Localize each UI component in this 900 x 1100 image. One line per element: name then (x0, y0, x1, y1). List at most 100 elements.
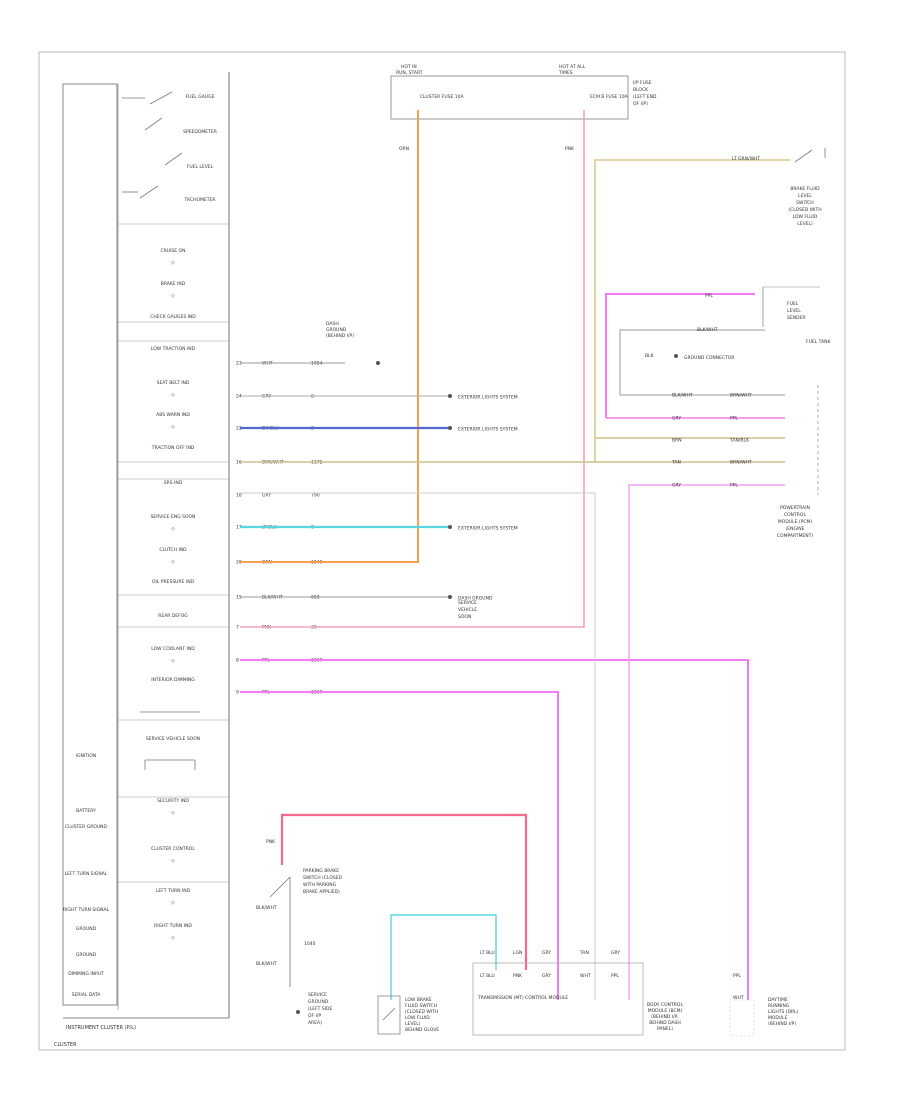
cluster-left-label: IGNITION (76, 753, 97, 759)
connector-dot (448, 394, 452, 398)
low-brake-fluid-line: LEVEL) (405, 1021, 421, 1027)
pcm-right-tag: BRN/WHT (730, 393, 752, 399)
corner-label: CLUSTER (54, 1042, 77, 1048)
indicator-symbol-icon: ◇ (171, 936, 175, 941)
magenta-wire-4 (605, 293, 755, 418)
service-ground-line: GROUND (308, 999, 329, 1005)
low-brake-fluid-line: LOW FLUID (405, 1015, 430, 1021)
indicator-label: CLUSTER CONTROL (151, 846, 195, 852)
drl-label-line: LIGHTS (DRL) (768, 1009, 799, 1015)
bcm-label-line: MODULE (BCM) (648, 1008, 683, 1014)
brake-switch-line: SWITCH (796, 200, 814, 206)
transmission-wire-tag: WHT (580, 973, 591, 979)
wires (240, 110, 790, 1000)
pcm-right-tag: PPL (730, 416, 738, 422)
connector-dot (448, 426, 452, 430)
cluster-left-label: DIMMING INPUT (68, 971, 104, 977)
parking-brake-line: BRAKE APPLIED) (303, 889, 340, 895)
transmission-wire-tag: GRY (611, 950, 620, 956)
fuel-pump-blk-tag: BLK/WHT (697, 327, 718, 333)
indicator-label: LOW TRACTION IND (151, 346, 196, 352)
pcm-label-line: (ENGINE (786, 526, 805, 532)
indicator-symbol-icon: ◇ (171, 811, 175, 816)
hot-in-title: HOT IN (401, 64, 417, 70)
low-brake-fluid-line: BEHIND GLOVE (405, 1027, 439, 1033)
fuse-block-note-1: I/P FUSE (633, 80, 652, 86)
wire-pin-label: 18 (236, 493, 242, 499)
indicator-symbol-icon: ◇ (171, 859, 175, 864)
wire-destination-label: DASH GROUND (458, 596, 493, 602)
service-vehicle-line: SERVICE (458, 600, 477, 606)
magenta-wire-2 (240, 691, 559, 1000)
dash-ground-line: (BEHIND I/P) (326, 333, 354, 339)
fuel-pump-ppl-tag: PPL (705, 293, 713, 299)
fuel-sender-line: SENDER (787, 315, 806, 321)
wire-pin-label: 17 (236, 525, 242, 531)
wire-circuit-label: 790 (311, 493, 320, 499)
indicator-label: SRS IND (164, 480, 183, 486)
service-ground-line: (LEFT SIDE (308, 1006, 332, 1012)
cluster-left-label: GROUND (76, 926, 97, 932)
indicator-label: SERVICE ENG SOON (151, 514, 196, 520)
service-ground-line: SERVICE (308, 992, 327, 998)
tan-wire (594, 159, 790, 462)
fuel-sender-line: FUEL (787, 301, 799, 307)
indicator-symbol-icon: ◇ (171, 659, 175, 664)
wire-pin-label: 8 (236, 658, 239, 664)
gray-wire (240, 492, 596, 1000)
parking-brake-line: PARKING BRAKE (303, 868, 339, 874)
orange-wire (240, 110, 419, 563)
cluster-left-label: RIGHT TURN SIGNAL (63, 907, 110, 913)
pcm-left-tag: BRN (672, 438, 682, 444)
wire-pin-label: 22 (236, 426, 242, 432)
hot-in-sub: RUN, START (396, 70, 423, 76)
indicator-symbol-icon: ◇ (171, 560, 175, 565)
brake-fluid-tag: LT GRN/WHT (732, 156, 760, 162)
pcm-right-tag: TAN/BLK (729, 438, 750, 444)
wire-pin-label: 24 (236, 394, 242, 400)
fuse-block-note-2: BLOCK (633, 87, 649, 93)
indicator-label: CRUISE ON (161, 248, 186, 254)
transmission-wire-tag: LGN (513, 950, 522, 956)
cluster-left-label: LEFT TURN SIGNAL (65, 871, 108, 877)
brake-switch-line: LEVEL (798, 193, 812, 199)
pcm-left-tag: TAN (671, 460, 681, 466)
indicator-label: TRACTION OFF IND (151, 445, 195, 451)
indicator-label: RIGHT TURN IND (154, 923, 192, 929)
transmission-title: TRANSMISSION (MT) CONTROL MODULE (477, 995, 568, 1001)
indicator-symbol-icon: ◇ (171, 294, 175, 299)
wire-destination-label: EXTERIOR LIGHTS SYSTEM (458, 526, 518, 532)
brake-switch-line: LOW FLUID (793, 214, 818, 220)
indicator-label: SERVICE VEHICLE SOON (146, 736, 200, 742)
indicator-symbol-icon: ◇ (171, 901, 175, 906)
red-wire (280, 813, 528, 970)
ecm-fuse-label: ECM B FUSE 10A (590, 94, 629, 100)
wire-pin-label: 20 (236, 560, 242, 566)
indicator-label: ABS WARN IND (156, 412, 190, 418)
indicator-label: LOW COOLANT IND (151, 646, 195, 652)
cluster-fuse-label: CLUSTER FUSE 10A (420, 94, 464, 100)
transmission-wire-tag: GRY (542, 950, 551, 956)
bcm-label-line: PANEL) (657, 1026, 673, 1032)
transmission-wire-tag: GRY (542, 973, 551, 979)
fuel-sender-line: LEVEL (787, 308, 801, 314)
pcm-left-tag: BLK/WHT (672, 393, 693, 399)
dash-ground-line: GROUND (326, 327, 347, 333)
indicator-label: BRAKE IND (161, 281, 186, 287)
cluster-left-label: BATTERY (76, 808, 96, 814)
fuel-tank-label: FUEL TANK (806, 339, 832, 345)
service-vehicle-line: SOON (458, 614, 471, 620)
sender-ground-label: GROUND CONNECTOR (684, 355, 735, 361)
transmission-wire-tag: PPL (611, 973, 619, 979)
magenta-wire-1 (240, 659, 749, 1000)
bcm-label-line: (BEHIND I/P, (651, 1014, 679, 1020)
